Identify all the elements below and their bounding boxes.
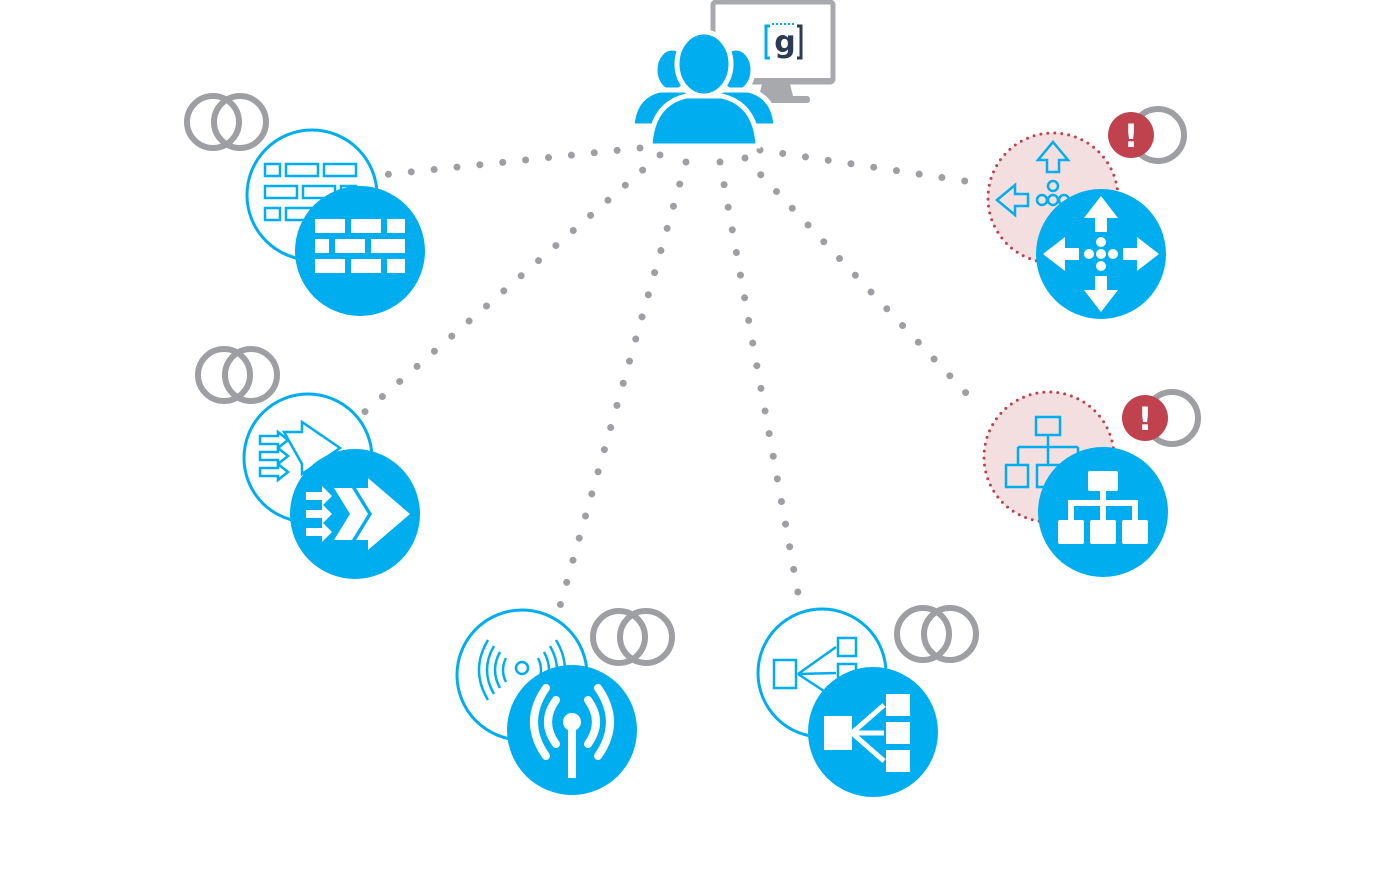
antenna-mast — [568, 728, 576, 778]
wan-optimizer-icon — [306, 478, 410, 550]
firewall-icon — [315, 219, 405, 273]
antenna-dot — [563, 713, 581, 731]
warning-icon — [1122, 395, 1168, 441]
wireless-access-point-icon — [530, 684, 614, 760]
warning-badge: ! — [1138, 400, 1153, 438]
load-balancer-arrows — [850, 703, 886, 763]
link-wan-optimizer — [356, 151, 664, 420]
network-switch-icon — [1058, 471, 1148, 544]
monitor-logo-text: g — [774, 25, 795, 60]
router-icon — [1043, 196, 1159, 312]
ghost-router-icon — [995, 140, 1071, 218]
status-rings — [184, 93, 269, 151]
load-balancer-icon — [824, 694, 910, 772]
node-switch[interactable]: ! — [982, 389, 1201, 577]
node-load-balancer[interactable] — [756, 605, 979, 797]
status-indicator-warning: ! — [1108, 106, 1187, 164]
link-router — [756, 146, 982, 187]
warning-icon — [1108, 112, 1154, 158]
link-load-balancer — [716, 158, 804, 608]
status-rings — [195, 346, 280, 404]
connection-links — [356, 144, 982, 610]
status-indicator-warning: ! — [1122, 389, 1201, 447]
node-firewall[interactable] — [184, 93, 425, 316]
status-rings — [590, 608, 675, 666]
link-wireless — [556, 158, 690, 610]
logo: g — [764, 23, 803, 60]
link-firewall — [368, 144, 644, 180]
node-wan-optimizer[interactable] — [195, 346, 420, 579]
users-icon — [629, 29, 779, 149]
status-rings — [894, 605, 979, 663]
node-wireless[interactable] — [455, 608, 675, 795]
node-router[interactable]: ! — [986, 106, 1187, 319]
link-switch — [741, 154, 970, 397]
ghost-wan-optimizer-icon — [258, 419, 343, 483]
warning-badge: ! — [1124, 117, 1139, 155]
